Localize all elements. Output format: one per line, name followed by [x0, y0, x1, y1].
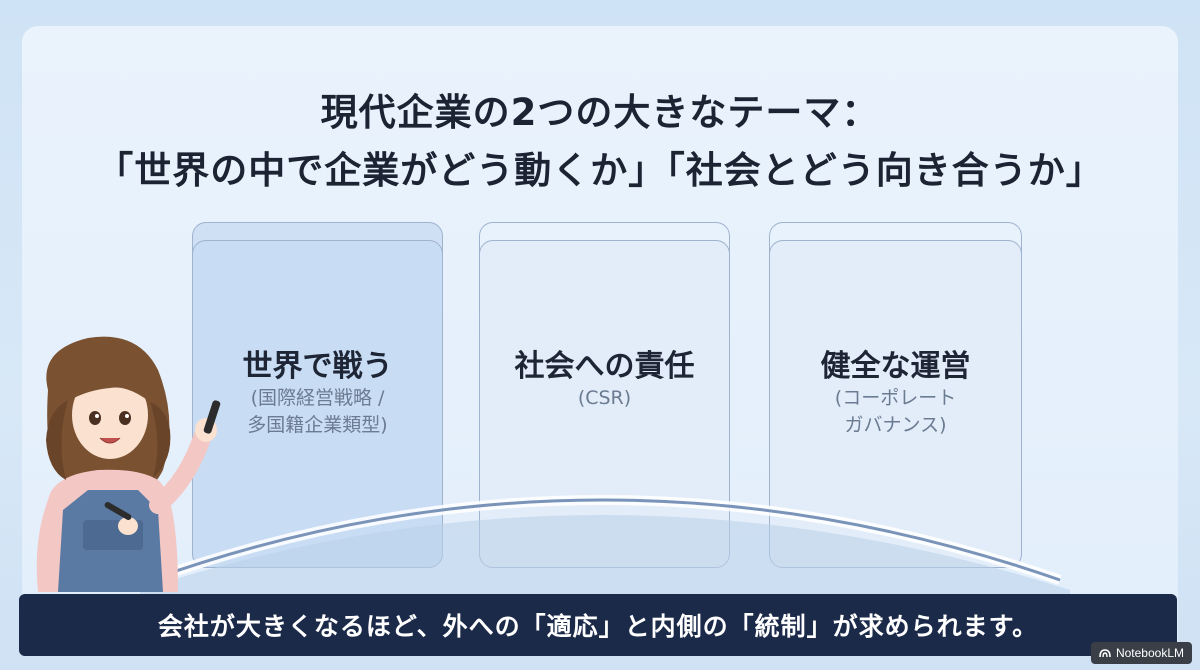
card-subtitle-2: 多国籍企業類型): [247, 414, 388, 436]
card-governance: 健全な運営 (コーポレート ガバナンス): [769, 240, 1022, 568]
card-subtitle-1: (コーポレート: [834, 387, 957, 409]
slide-title-line2: 「世界の中で企業がどう動くか」「社会とどう向き合うか」: [96, 149, 1104, 192]
card-subtitle-1: (CSR): [577, 387, 632, 409]
summary-banner-text: 会社が大きくなるほど、外への「適応」と内側の「統制」が求められます。: [157, 612, 1039, 641]
card-title: 健全な運営: [820, 349, 971, 384]
card-title: 世界で戦う: [242, 349, 393, 384]
slide-title-line1: 現代企業の2つの大きなテーマ：: [320, 91, 880, 134]
card-subtitle-2: ガバナンス): [844, 414, 947, 436]
notebooklm-badge[interactable]: NotebookLM: [1090, 642, 1192, 664]
presenter-character-illustration: [36, 336, 221, 592]
summary-banner: 会社が大きくなるほど、外への「適応」と内側の「統制」が求められます。: [19, 594, 1177, 656]
card-subtitle-1: (国際経営戦略 /: [250, 387, 385, 409]
card-society: 社会への責任 (CSR): [479, 240, 730, 568]
card-title: 社会への責任: [514, 349, 695, 384]
brand-label: NotebookLM: [1115, 646, 1184, 660]
notebooklm-logo-icon: [1099, 649, 1111, 658]
